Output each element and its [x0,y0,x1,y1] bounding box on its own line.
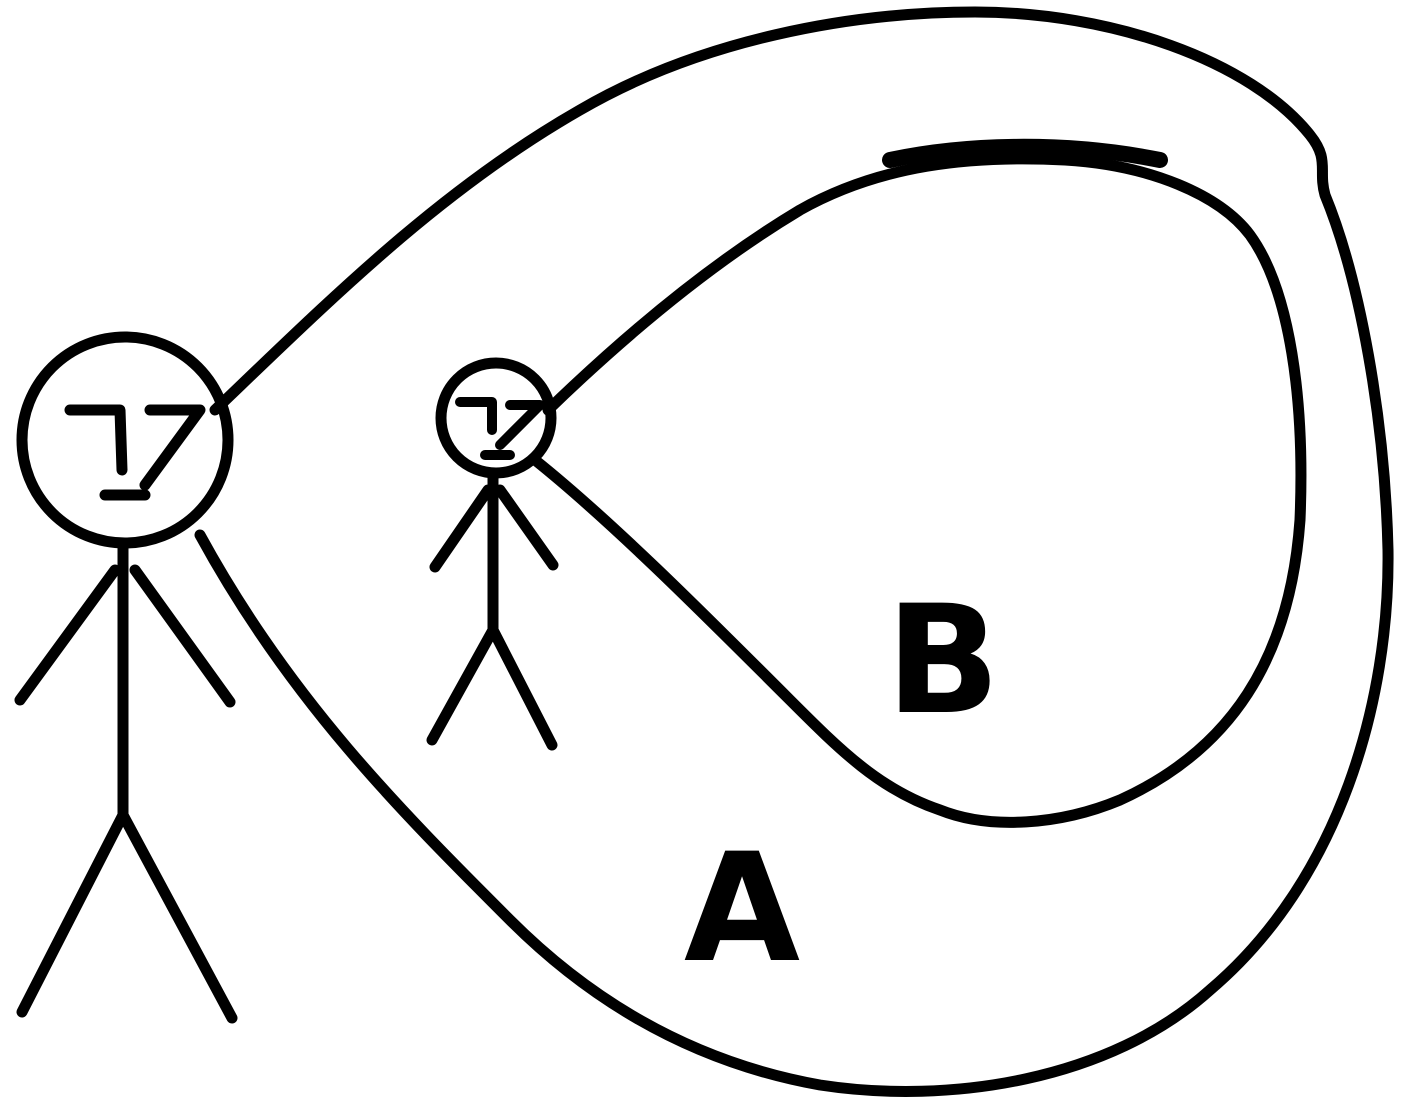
large-figure-legs [16,809,238,1024]
large-figure [14,331,238,1024]
small-figure-legs [426,624,558,751]
small-figure [426,357,559,751]
large-figure-arms [14,564,236,708]
region-a-label: A [684,822,800,996]
inner-field-boundary [529,153,1307,828]
inner-boundary-accent-stroke [882,138,1168,168]
small-figure-arms [429,484,559,573]
region-b-label: B [886,574,1000,748]
small-figure-face [455,397,545,460]
large-figure-face [64,404,206,501]
outer-field-boundary [194,6,1394,1097]
